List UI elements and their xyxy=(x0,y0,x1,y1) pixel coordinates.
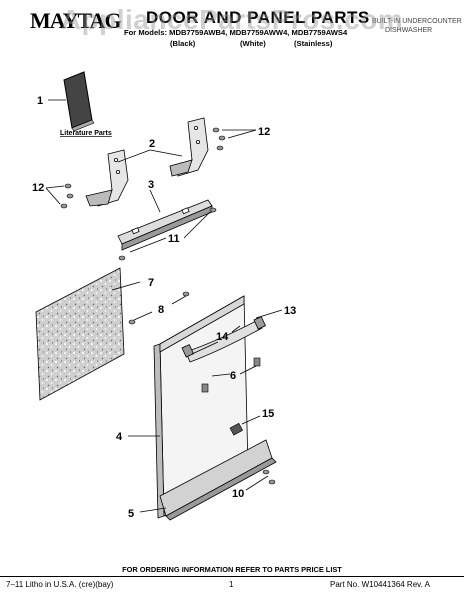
callout-8: 8 xyxy=(158,304,164,316)
callout-14: 14 xyxy=(216,331,229,343)
handle-spacers xyxy=(201,357,261,393)
callout-6: 6 xyxy=(230,370,236,382)
callout-10: 10 xyxy=(232,488,244,500)
product-line-2: DISHWASHER xyxy=(385,27,433,34)
page-number: 1 xyxy=(229,580,234,589)
finish-white: (White) xyxy=(240,39,266,48)
rail-screws xyxy=(118,207,217,261)
callout-13: 13 xyxy=(284,305,296,317)
callout-4: 4 xyxy=(116,431,123,443)
product-line-1: BUILT-IN UNDERCOUNTER xyxy=(372,18,462,25)
bracket-screws-right xyxy=(212,127,226,151)
callout-11: 11 xyxy=(168,233,180,245)
callout-15: 15 xyxy=(262,408,274,420)
callout-1: 1 xyxy=(37,95,43,107)
callout-3: 3 xyxy=(148,179,154,191)
toe-kick-panel xyxy=(159,439,277,521)
callout-7: 7 xyxy=(148,277,154,289)
vent-grille xyxy=(229,422,243,436)
bracket-screws-left xyxy=(60,183,74,209)
exploded-parts-diagram: Literature Parts 1 2 12 12 3 11 xyxy=(32,71,296,521)
page-title: DOOR AND PANEL PARTS xyxy=(146,8,370,27)
models-line: For Models: MDB7759AWB4, MDB7759AWW4, MD… xyxy=(124,28,348,37)
part-number: Part No. W10441364 Rev. A xyxy=(330,580,430,589)
door-screws xyxy=(128,291,190,325)
toe-kick-screws xyxy=(262,469,276,485)
footer-divider xyxy=(0,576,464,577)
literature-booklet xyxy=(63,71,95,132)
finish-black: (Black) xyxy=(170,39,196,48)
ordering-note: FOR ORDERING INFORMATION REFER TO PARTS … xyxy=(122,565,342,574)
watermark: AppliancePartsPros.com xyxy=(60,4,404,35)
insulation-panel xyxy=(35,267,125,401)
callout-2: 2 xyxy=(149,138,155,150)
literature-label: Literature Parts xyxy=(60,130,112,137)
finish-stainless: (Stainless) xyxy=(294,39,333,48)
side-bracket-left xyxy=(85,149,129,207)
hinge-rail xyxy=(117,199,213,251)
brand-logo: MAYTAG xyxy=(30,8,122,33)
door-handle xyxy=(181,316,267,363)
litho-info: 7–11 Litho in U.S.A. (cre)(bay) xyxy=(6,580,114,589)
side-bracket-right xyxy=(169,117,209,177)
callout-12-right: 12 xyxy=(258,126,270,138)
callout-5: 5 xyxy=(128,508,134,520)
callout-12-left: 12 xyxy=(32,182,44,194)
